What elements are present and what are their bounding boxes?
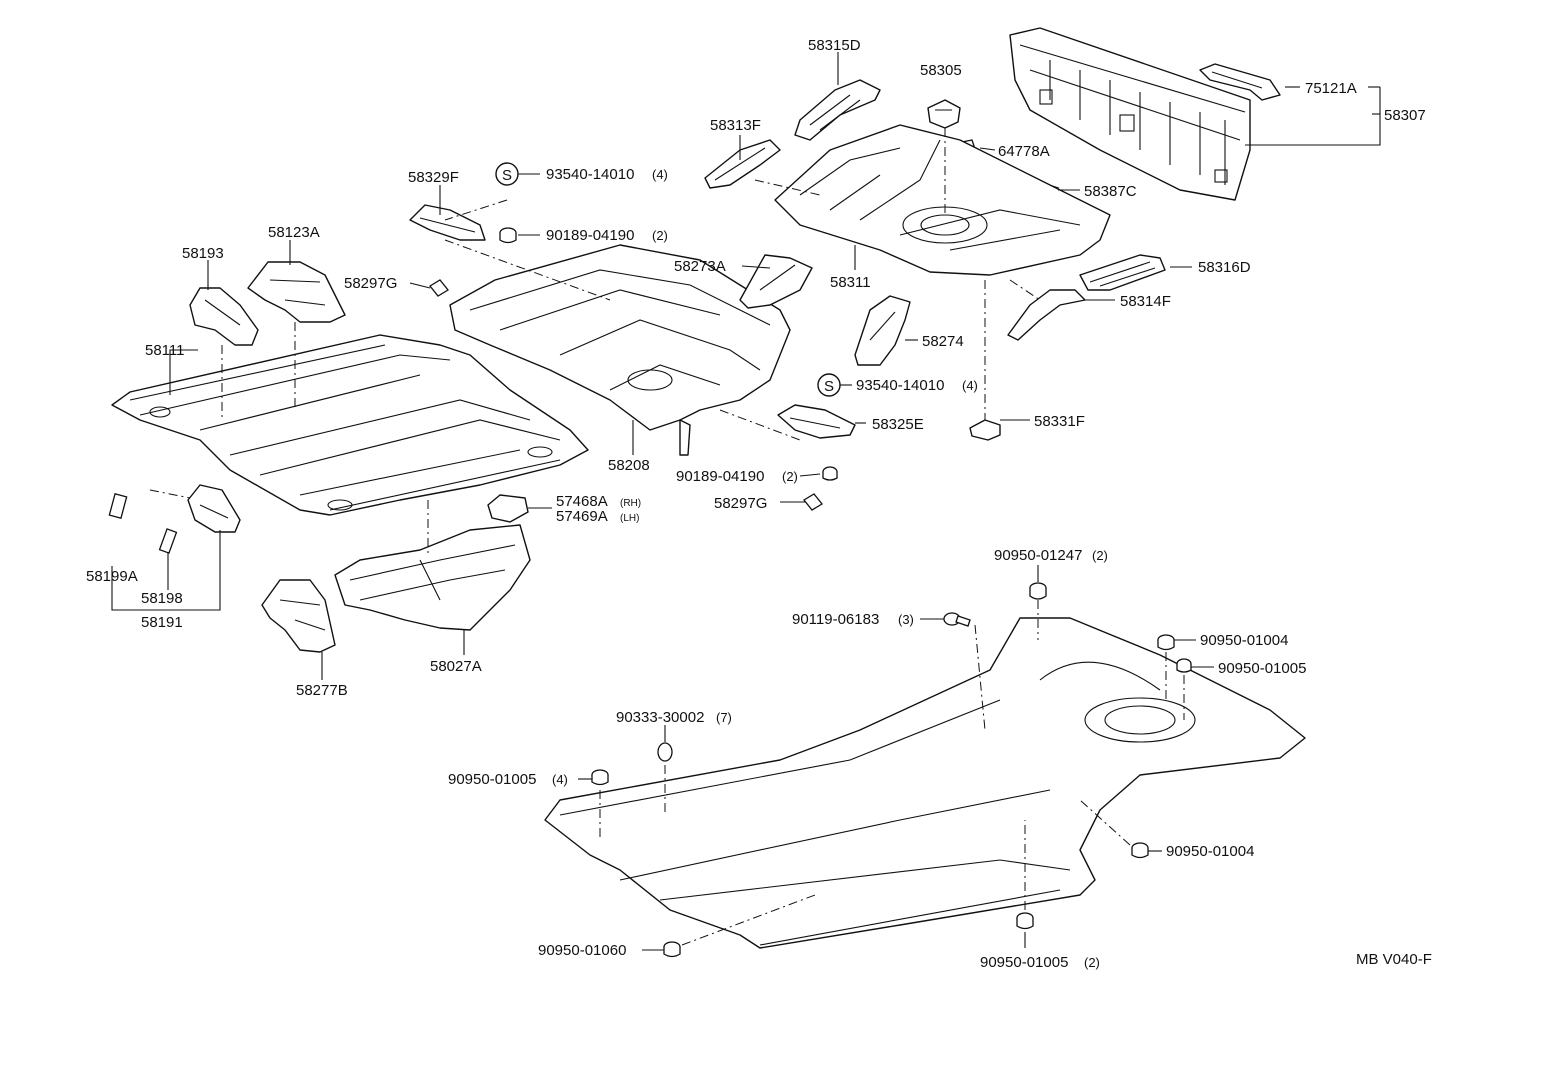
bolt-90119-06183 — [943, 612, 971, 627]
label-90950-01247-qty: (2) — [1092, 548, 1108, 563]
plug-90950-01060 — [663, 941, 681, 958]
bolt-58199A — [108, 493, 128, 519]
part-labels: 58315D 58305 75121A 58307 58313F 64778A … — [86, 37, 1432, 971]
clip-58305 — [927, 99, 961, 129]
clip-58297G-mid — [803, 493, 823, 511]
bolt-58198 — [158, 528, 178, 554]
clip-58297G-top — [429, 279, 449, 297]
plug-90950-01247 — [1029, 582, 1047, 600]
underbody-floor-assembly — [544, 617, 1306, 949]
label-58305: 58305 — [920, 62, 962, 79]
alignment-lines — [149, 128, 1185, 946]
bracket-58273A — [739, 254, 813, 309]
front-floor-pan-58111 — [111, 334, 589, 516]
plug-90950-01004-a — [1157, 634, 1175, 651]
label-90333-30002-qty: (7) — [716, 710, 732, 725]
tunnel-reinforcement-58027A — [334, 524, 531, 631]
label-64778A: 64778A — [998, 143, 1050, 160]
clip-90189-04190-top — [499, 227, 517, 244]
brace-58314F — [1007, 289, 1086, 341]
label-93540-14010-mid: 93540-14010 — [856, 377, 944, 394]
label-58331F: 58331F — [1034, 413, 1085, 430]
label-58111: 58111 — [145, 342, 185, 359]
sealer-symbol-label: S — [502, 167, 512, 184]
bracket-58315D — [794, 79, 881, 141]
rear-floor-pan-58311 — [774, 124, 1111, 276]
label-58314F: 58314F — [1120, 293, 1171, 310]
plug-90950-01005-a — [1176, 658, 1192, 673]
hole-plug-90333-30002 — [657, 742, 673, 762]
label-90950-01005-b-qty: (4) — [552, 772, 568, 787]
label-93540-14010-top: 93540-14010 — [546, 166, 634, 183]
label-58277B: 58277B — [296, 682, 348, 699]
label-90950-01005-c: 90950-01005 — [980, 954, 1068, 971]
reinforcement-58274 — [854, 295, 911, 366]
label-90950-01005-a: 90950-01005 — [1218, 660, 1306, 677]
plug-90950-01005-c — [1016, 912, 1034, 930]
plug-90950-01004-b — [1131, 842, 1149, 859]
label-58315D: 58315D — [808, 37, 861, 54]
label-90189-04190-mid-qty: (2) — [782, 469, 798, 484]
label-90950-01247: 90950-01247 — [994, 547, 1082, 564]
label-93540-14010-mid-qty: (4) — [962, 378, 978, 393]
sealer-symbol-top: S — [495, 162, 519, 186]
label-57468A-side: (RH) — [620, 498, 641, 509]
bracket-58325E — [777, 404, 856, 439]
leader-lines — [111, 52, 1381, 951]
label-58307: 58307 — [1384, 107, 1426, 124]
brace-58316D — [1079, 254, 1166, 291]
label-90119-06183-qty: (3) — [898, 612, 914, 627]
label-58193: 58193 — [182, 245, 224, 262]
label-57469A: 57469A — [556, 508, 608, 525]
bracket-58329F — [409, 204, 486, 241]
label-58316D: 58316D — [1198, 259, 1251, 276]
bracket-58193 — [189, 287, 259, 346]
label-75121A: 75121A — [1305, 80, 1357, 97]
bracket-58123A — [247, 261, 346, 323]
label-90189-04190-top-qty: (2) — [652, 228, 668, 243]
bracket-75121A — [1199, 63, 1281, 101]
label-90950-01004-a: 90950-01004 — [1200, 632, 1288, 649]
clip-90189-04190-mid — [822, 466, 838, 481]
label-90189-04190-top: 90189-04190 — [546, 227, 634, 244]
label-58273A: 58273A — [674, 258, 726, 275]
label-57468A: 57468A — [556, 493, 608, 510]
label-90119-06183: 90119-06183 — [792, 611, 879, 628]
label-58325E: 58325E — [872, 416, 924, 433]
label-58198: 58198 — [141, 590, 183, 607]
label-93540-14010-top-qty: (4) — [652, 167, 668, 182]
label-58199A: 58199A — [86, 568, 138, 585]
bracket-58277B — [261, 579, 336, 653]
label-58208: 58208 — [608, 457, 650, 474]
clip-58331F — [969, 419, 1001, 441]
label-58123A: 58123A — [268, 224, 320, 241]
plug-90950-01005-b — [591, 769, 609, 786]
label-58027A: 58027A — [430, 658, 482, 675]
label-90950-01005-b: 90950-01005 — [448, 771, 536, 788]
label-90189-04190-mid: 90189-04190 — [676, 468, 764, 485]
bracket-58313F — [704, 139, 781, 189]
label-90950-01060: 90950-01060 — [538, 942, 626, 959]
label-58329F: 58329F — [408, 169, 459, 186]
label-58297G-top: 58297G — [344, 275, 397, 292]
sealer-symbol-mid: S — [817, 373, 841, 397]
label-90950-01005-c-qty: (2) — [1084, 955, 1100, 970]
label-58311: 58311 — [830, 274, 871, 291]
label-57469A-side: (LH) — [620, 513, 639, 524]
rear-panel-58307 — [1009, 27, 1251, 201]
center-floor-pan-58208 — [449, 244, 791, 456]
sealer-symbol-label: S — [824, 378, 834, 395]
label-58274: 58274 — [922, 333, 964, 350]
label-90950-01004-b: 90950-01004 — [1166, 843, 1254, 860]
label-58313F: 58313F — [710, 117, 761, 134]
label-90333-30002: 90333-30002 — [616, 709, 704, 726]
diagram-code: MB V040-F — [1356, 951, 1432, 968]
jack-bracket-58191 — [187, 484, 241, 533]
label-58191: 58191 — [141, 614, 183, 631]
label-58297G-mid: 58297G — [714, 495, 767, 512]
bracket-57468A — [487, 494, 529, 523]
label-58387C: 58387C — [1084, 183, 1137, 200]
